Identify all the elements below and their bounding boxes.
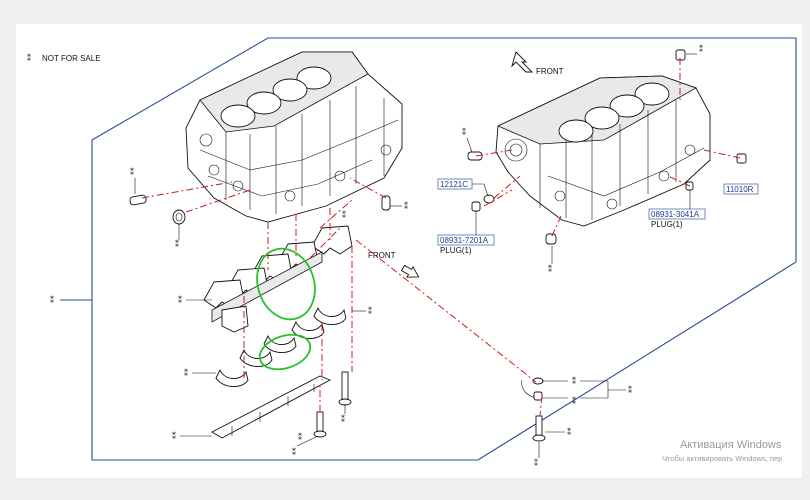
callout-mark: ⁑ xyxy=(534,457,538,468)
callout-mark: ⁑ xyxy=(341,413,345,424)
bearing-beam xyxy=(211,375,332,439)
legend-mark: ⁑ xyxy=(27,52,31,63)
oil-jet xyxy=(521,377,544,401)
callout-mark: ⁑ xyxy=(175,238,179,249)
callout-mark: ⁑ xyxy=(548,263,552,274)
highlight-lower-shell xyxy=(258,333,312,371)
code-08931-3041a-text: 08931-3041A xyxy=(651,210,700,219)
plug-label-right: PLUG(1) xyxy=(651,220,683,229)
front-arrow-middle: FRONT xyxy=(368,251,420,278)
front-label-middle: FRONT xyxy=(368,251,396,260)
code-08931-7201a[interactable]: 08931-7201A xyxy=(437,211,495,246)
callout-mark: ⁑ xyxy=(184,367,188,378)
callout-mark: ⁑ xyxy=(298,431,302,442)
watermark-title: Активация Windows xyxy=(680,439,782,451)
highlight-upper-cap xyxy=(256,247,316,321)
callout-mark-assembly: ⁑ xyxy=(50,294,54,305)
plug-12121c xyxy=(483,194,495,204)
cylinder-block-left xyxy=(185,51,403,223)
front-label-top: FRONT xyxy=(536,67,564,76)
callout-mark: ⁑ xyxy=(130,166,134,177)
assembly-boundary xyxy=(91,37,797,461)
callout-mark: ⁑ xyxy=(172,430,176,441)
oil-seal-left xyxy=(172,209,186,225)
callout-mark: ⁑ xyxy=(462,126,466,137)
code-12121c[interactable]: 12121C xyxy=(437,178,489,197)
code-12121c-text: 12121C xyxy=(440,180,468,189)
callout-mark: ⁑ xyxy=(342,209,346,220)
callout-mark: ⁑ xyxy=(178,294,182,305)
plug-11010r xyxy=(736,153,747,164)
dowel-pin-right-a xyxy=(467,151,483,161)
legend-text: NOT FOR SALE xyxy=(42,54,101,63)
main-bearing-shells xyxy=(215,306,347,387)
assembly-leader-lines xyxy=(141,58,741,417)
code-11010r-text: 11010R xyxy=(726,185,754,194)
dowel-pin-center xyxy=(381,195,391,211)
callout-marks: ⁑ ⁑ ⁑ ⁑ ⁑ ⁑ ⁑ ⁑ ⁑ ⁑ ⁑ ⁑ ⁑ ⁑ ⁑ xyxy=(130,43,703,468)
bolt-center xyxy=(338,371,352,406)
callout-mark: ⁑ xyxy=(404,200,408,211)
plug-label-left: PLUG(1) xyxy=(440,246,472,255)
plug-08931-7201a xyxy=(471,201,481,212)
callout-mark: ⁑ xyxy=(699,43,703,54)
bolt-lower xyxy=(313,411,327,438)
oil-jet-bolt xyxy=(532,415,546,442)
front-arrow-top: FRONT xyxy=(511,51,564,76)
code-11010r[interactable]: 11010R xyxy=(723,183,759,195)
callout-mark: ⁑ xyxy=(292,446,296,457)
callout-mark: ⁑ xyxy=(628,384,632,395)
dowel-pin-left xyxy=(129,194,147,206)
callout-mark: ⁑ xyxy=(368,305,372,316)
callout-mark: ⁑ xyxy=(567,426,571,437)
watermark-subtitle: Чтобы активировать Windows, пер xyxy=(662,454,782,463)
code-08931-7201a-text: 08931-7201A xyxy=(440,236,489,245)
dowel-pin-right-b xyxy=(545,233,557,245)
callout-mark: ⁑ xyxy=(572,375,576,386)
cylinder-block-right xyxy=(495,75,711,227)
code-08931-3041a[interactable]: 08931-3041A xyxy=(648,190,706,220)
callout-mark: ⁑ xyxy=(572,395,576,406)
